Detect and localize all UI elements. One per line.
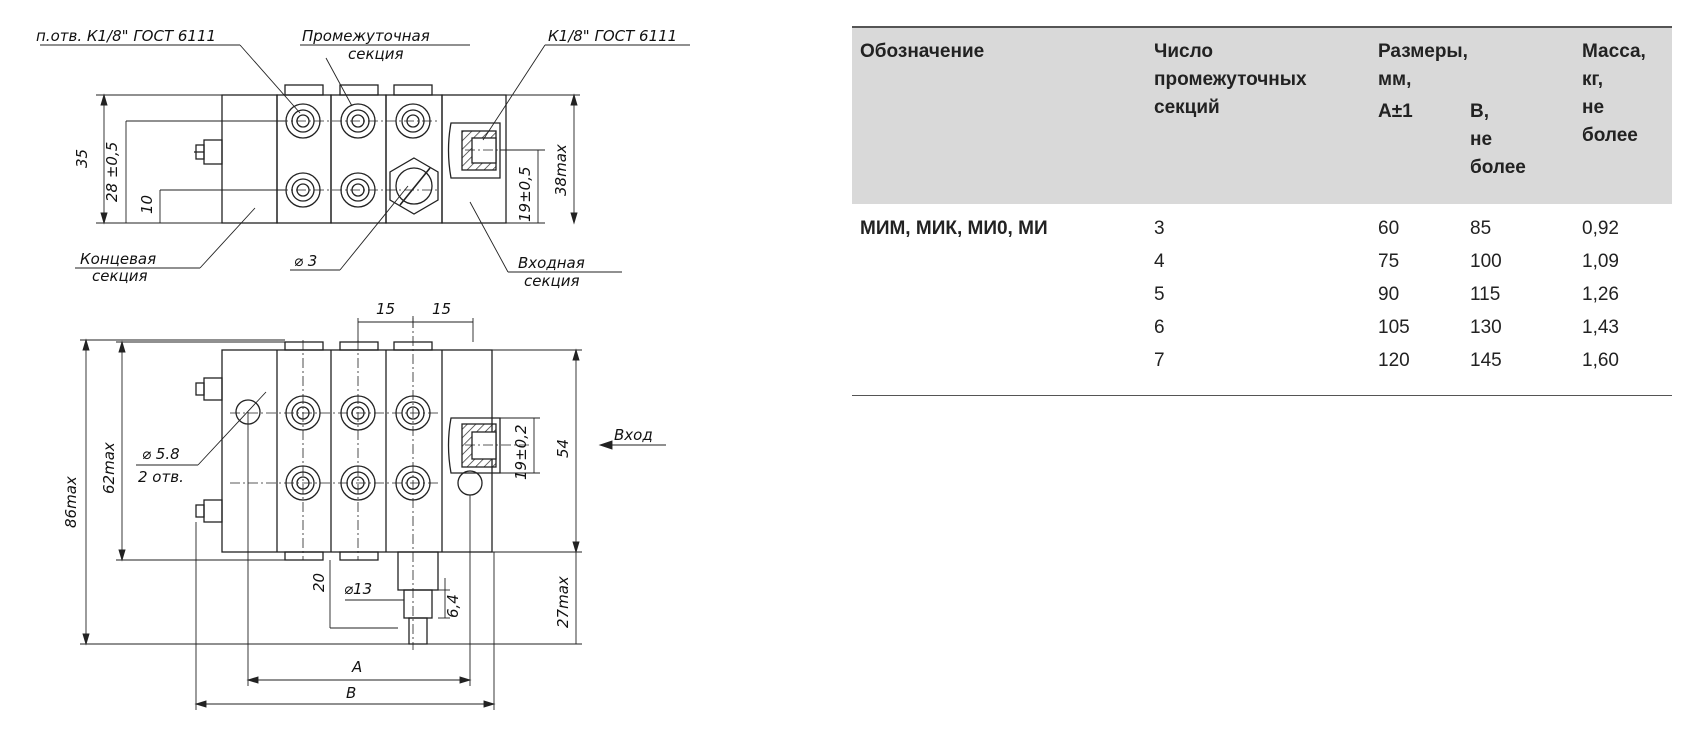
label-hole-d58: ⌀ 5.8 [142,445,180,463]
distributor-drawing: п.отв. К1/8" ГОСТ 6111 Промежуточная сек… [36,27,690,710]
label-inlet-section-2: секция [524,272,580,290]
label-middle-section-1: Промежуточная [302,27,430,45]
sections-value: 3 [1154,218,1165,239]
mass-value: 1,60 [1582,350,1619,371]
mass-value: 1,43 [1582,317,1619,338]
dim-top-28: 28 ±0,5 [103,142,121,202]
table-subheader-row: А±1 В, не более [852,94,1672,204]
dim-stem-64: 6,4 [444,594,462,618]
dim-stem-27: 27max [554,576,572,628]
a-value: 120 [1378,350,1410,371]
header-mass-line: Масса, [1582,41,1646,62]
b-value: 145 [1470,350,1502,371]
mass-value: 1,09 [1582,251,1619,272]
header-mass-line: не [1582,97,1605,118]
dim-height-62: 62max [100,442,118,494]
sections-value: 4 [1154,251,1165,272]
label-hole-d3: ⌀ 3 [294,252,317,270]
dim-top-35: 35 [73,149,91,168]
side-view [194,84,530,224]
label-inlet-section-1: Входная [518,254,585,272]
cell-b: 85 100 115 130 145 [1462,204,1574,396]
dim-top-10: 10 [138,195,156,214]
header-sections: Число промежуточных секций [1146,26,1370,204]
a-value: 60 [1378,218,1400,239]
label-end-section-1: Концевая [80,250,156,268]
header-mass-line: кг, [1582,69,1604,90]
header-a: А±1 [1370,94,1462,204]
cell-mass: 0,92 1,09 1,26 1,43 1,60 [1574,204,1672,396]
dim-pitch-1: 15 [376,300,395,318]
a-value: 75 [1378,251,1400,272]
front-view-dimensions [80,93,666,710]
dim-stem-20: 20 [310,573,328,592]
header-mass-line: более [1582,125,1638,146]
sections-value: 5 [1154,284,1165,305]
label-middle-section-2: секция [348,45,404,63]
dim-height-86: 86max [62,476,80,528]
side-view-dimensions [96,94,580,224]
label-end-section-2: секция [92,267,148,285]
header-designation: Обозначение [852,26,1146,204]
header-b-line: В, [1470,101,1489,122]
a-value: 90 [1378,284,1400,305]
header-dimensions: Размеры, мм, [1370,26,1574,94]
cell-a: 60 75 90 105 120 [1370,204,1462,396]
header-dimensions-line: Размеры, [1378,41,1468,62]
label-thread-holes: п.отв. К1/8" ГОСТ 6111 [36,27,216,45]
mass-value: 1,26 [1582,284,1619,305]
header-b-line: не [1470,129,1493,150]
table-header-row: Обозначение Число промежуточных секций Р… [852,26,1672,204]
sections-value: 7 [1154,350,1165,371]
dim-top-19: 19±0,5 [516,166,534,222]
a-value: 105 [1378,317,1410,338]
cell-sections: 3 4 5 6 7 [1146,204,1370,396]
header-dimensions-line: мм, [1378,69,1412,90]
b-value: 115 [1470,284,1501,305]
spec-table: Обозначение Число промежуточных секций Р… [852,26,1672,396]
dim-pitch-2: 15 [432,300,451,318]
mass-value: 0,92 [1582,218,1619,239]
dim-inlet-19: 19±0,2 [512,424,530,480]
cell-designation: МИМ, МИК, МИ0, МИ [852,204,1146,396]
b-value: 85 [1470,218,1492,239]
label-hole-count: 2 отв. [138,468,184,486]
header-sections-line: Число [1154,41,1214,62]
label-thread-inlet: К1/8" ГОСТ 6111 [548,27,677,45]
b-value: 130 [1470,317,1502,338]
header-mass: Масса, кг, не более [1574,26,1672,204]
dim-length-a: A [351,658,362,676]
table-row: МИМ, МИК, МИ0, МИ 3 4 5 6 7 60 75 90 105… [852,204,1672,396]
side-view-leaders [40,44,690,273]
b-value: 100 [1470,251,1502,272]
dim-length-b: B [346,684,356,702]
header-sections-line: секций [1154,97,1220,118]
header-b-line: более [1470,157,1526,178]
dim-top-38: 38max [552,144,570,196]
sections-value: 6 [1154,317,1165,338]
dim-height-54: 54 [554,439,572,458]
label-inlet-arrow: Вход [614,426,653,444]
header-b: В, не более [1462,94,1574,204]
header-sections-line: промежуточных [1154,69,1307,90]
label-shaft-d13: ⌀13 [344,580,372,598]
